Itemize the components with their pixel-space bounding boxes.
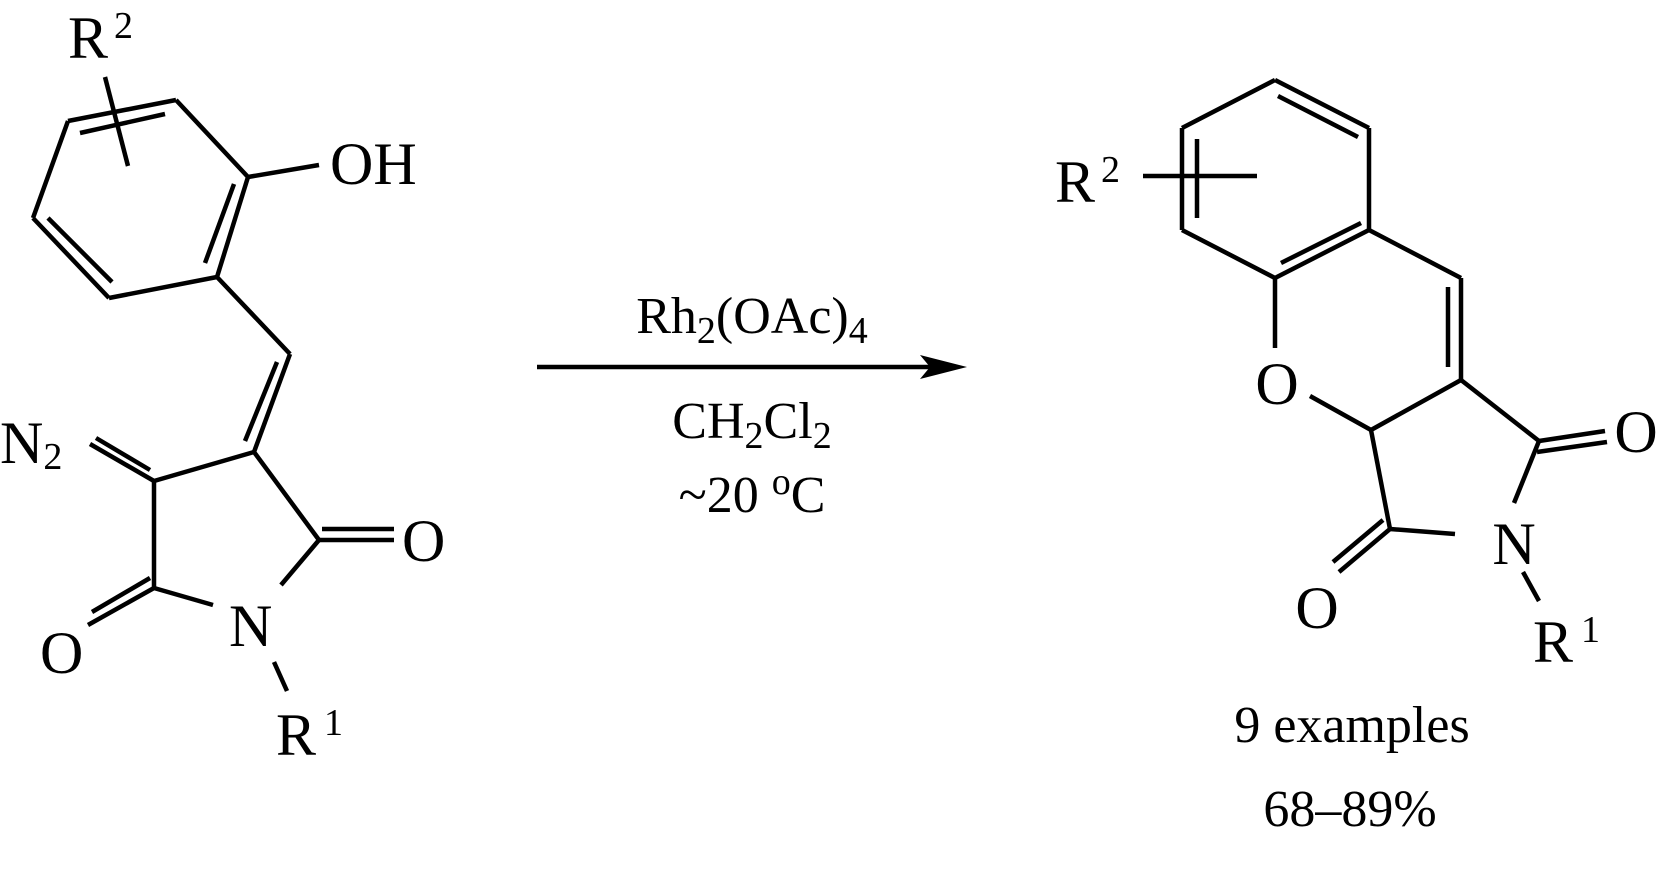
arrow-head-icon	[920, 355, 967, 379]
reactant-carbonyl-o-right: O	[402, 508, 445, 574]
product-bonds	[1143, 77, 1608, 603]
reaction-arrow	[537, 355, 967, 379]
product-nitrogen-label: N	[1492, 511, 1535, 577]
yield-range: 68–89%	[1263, 781, 1436, 838]
reactant-diazo-label: N2	[0, 410, 62, 478]
reactant-nitrogen-label: N	[229, 593, 272, 659]
product-carbonyl-o-right: O	[1614, 399, 1657, 465]
catalyst-label: Rh2(OAc)4	[636, 288, 868, 352]
solvent-label: CH2Cl2	[672, 393, 831, 457]
temperature-label: ~20 oC	[679, 461, 826, 524]
reactant-carbonyl-o-left: O	[40, 620, 83, 686]
reactant-bonds	[30, 76, 394, 692]
product-carbonyl-o-bottom: O	[1295, 575, 1338, 641]
examples-count: 9 examples	[1234, 697, 1469, 754]
reactant-hydroxyl-label: OH	[330, 131, 417, 197]
product-ring-oxygen: O	[1255, 351, 1298, 417]
